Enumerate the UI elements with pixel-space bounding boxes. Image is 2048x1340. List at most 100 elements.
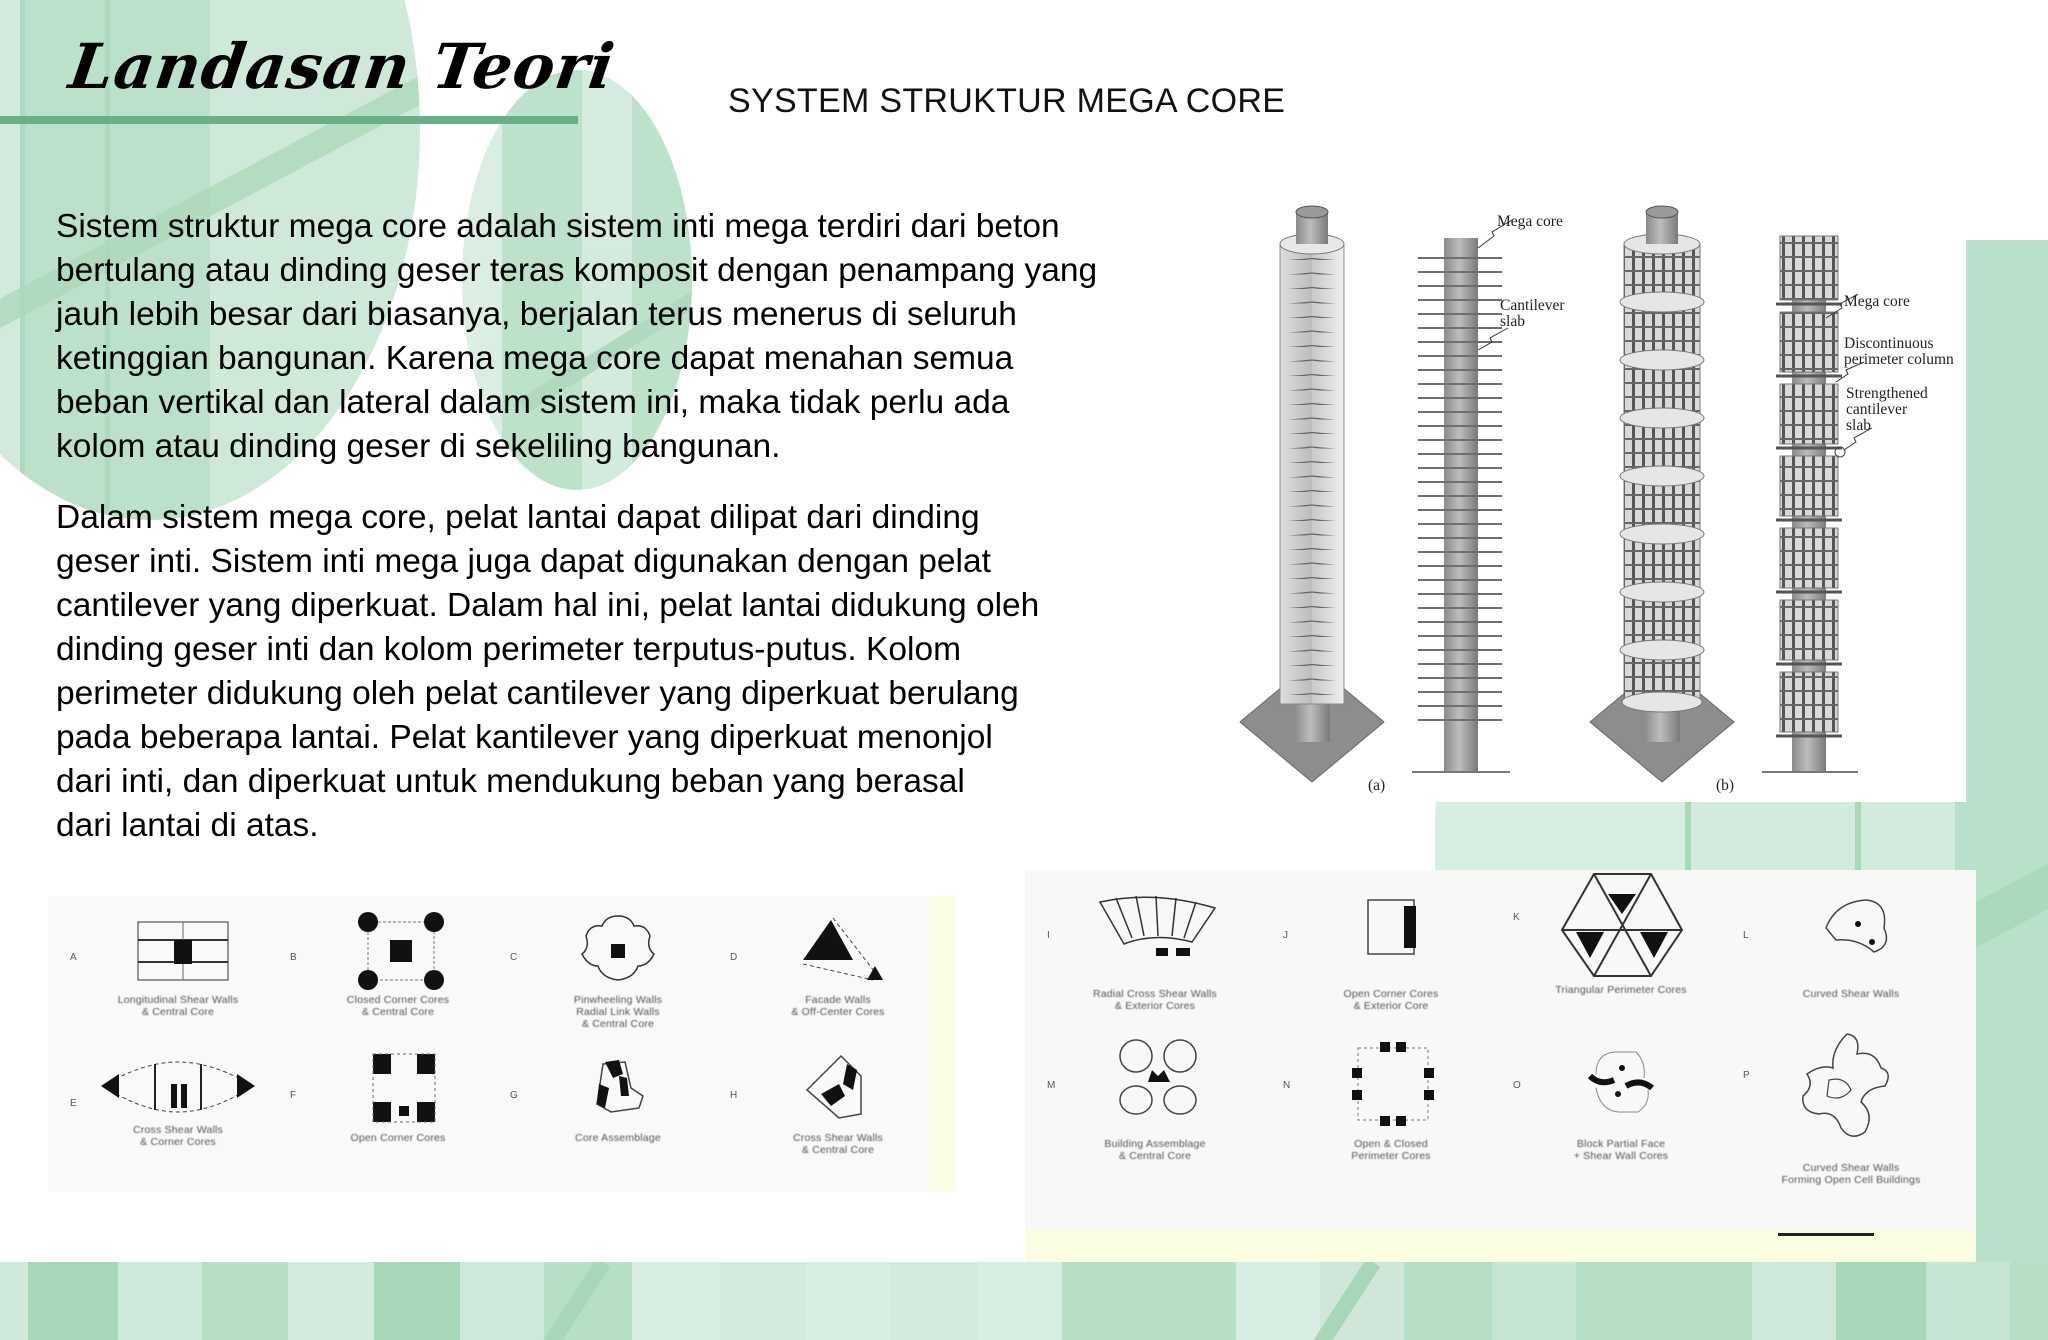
text-line: beban vertikal dan lateral dalam sistem …: [56, 384, 1010, 421]
plan-caption: Curved Shear Walls: [1802, 988, 1900, 1000]
plan-letter: D: [730, 952, 738, 963]
core-plans-panel-left: A Longitudinal Shear Walls & Central Cor…: [48, 896, 956, 1192]
label-strengthened-line3: slab: [1846, 417, 1871, 434]
plan-caption: Open & Closed Perimeter Cores: [1351, 1138, 1431, 1162]
plan-letter: C: [510, 952, 518, 963]
label-cantilever-slab-line2: slab: [1500, 313, 1525, 330]
plan-letter: K: [1513, 912, 1520, 923]
label-discontinuous-line1: Discontinuous: [1844, 335, 1934, 352]
plan-caption: Cross Shear Walls & Central Core: [793, 1132, 883, 1156]
plan-open-corner-exterior-icon: [1367, 899, 1416, 955]
plan-letter: O: [1513, 1080, 1521, 1091]
plan-cell: M Building Assemblage & Central Core: [1045, 1038, 1265, 1162]
plan-caption: Closed Corner Cores & Central Core: [346, 994, 450, 1018]
plan-open-corner-cores-icon: [372, 1053, 436, 1123]
label-discontinuous-line2: perimeter column: [1844, 351, 1954, 368]
plan-cell: N Open & Closed Perimeter Cores: [1281, 1038, 1501, 1162]
mega-core-figure: Mega core Cantilever slab Mega core Disc…: [1232, 202, 1966, 802]
text-line: perimeter didukung oleh pelat cantilever…: [56, 675, 1019, 712]
plan-caption: Longitudinal Shear Walls & Central Core: [117, 994, 239, 1018]
text-line: Dalam sistem mega core, pelat lantai dap…: [56, 499, 980, 536]
scale-bar: [1778, 1230, 1874, 1236]
plan-curved-walls-open-cell-icon: [1802, 1033, 1889, 1137]
text-line: dari lantai di atas.: [56, 807, 319, 844]
plan-cell: D Facade Walls & Off-Center Cores: [728, 910, 948, 1018]
plan-cell: K Triangular Perimeter Cores: [1511, 870, 1731, 996]
plan-letter: B: [290, 952, 297, 963]
caption-b: (b): [1716, 777, 1735, 794]
text-line: jauh lebih besar dari biasanya, berjalan…: [56, 296, 1017, 333]
plan-caption: Pinwheeling Walls Radial Link Walls & Ce…: [573, 994, 663, 1030]
plan-letter: J: [1283, 930, 1288, 941]
text-line: ketinggian bangunan. Karena mega core da…: [56, 340, 1014, 377]
plan-cell: C Pinwheeling Walls Radial Link Walls & …: [508, 910, 728, 1030]
core-plans-panel-right: I Radial Cross Shear Walls & Exterior Co…: [1025, 870, 1976, 1262]
plan-cell: B Closed Corner Cores & Central Core: [288, 910, 508, 1018]
plan-cell: O Block Partial Face + Shear Wall Cores: [1511, 1038, 1731, 1162]
mega-core-illustration: [1239, 205, 1873, 783]
paragraph-intro: Sistem struktur mega core adalah sistem …: [56, 205, 1226, 469]
plan-cell: H Cross Shear Walls & Central Core: [728, 1048, 948, 1156]
plan-letter: M: [1047, 1080, 1056, 1091]
plan-letter: L: [1743, 930, 1749, 941]
label-mega-core-b: Mega core: [1844, 293, 1910, 310]
plan-letter: H: [730, 1090, 738, 1101]
plan-pinwheeling-walls-icon: [581, 915, 655, 981]
plan-building-assemblage-icon: [1119, 1039, 1197, 1115]
plan-closed-corner-cores-icon: [358, 912, 444, 990]
plan-triangular-cores-icon: [1560, 873, 1684, 977]
plan-facade-walls-icon: [802, 917, 883, 981]
plan-letter: F: [290, 1090, 297, 1101]
text-line: pada beberapa lantai. Pelat kantilever y…: [56, 719, 993, 756]
plan-caption: Curved Shear Walls Forming Open Cell Bui…: [1781, 1162, 1921, 1186]
label-mega-core-a: Mega core: [1497, 213, 1563, 230]
plan-cell: I Radial Cross Shear Walls & Exterior Co…: [1045, 888, 1265, 1012]
plan-caption: Building Assemblage & Central Core: [1104, 1138, 1206, 1162]
plan-caption: Open Corner Cores: [350, 1132, 446, 1144]
plan-radial-cross-walls-icon: [1098, 895, 1217, 956]
plan-cell: G Core Assemblage: [508, 1048, 728, 1144]
plan-core-assemblage-icon: [596, 1060, 644, 1113]
plan-cell: J Open Corner Cores & Exterior Core: [1281, 888, 1501, 1012]
plan-cell: F Open Corner Cores: [288, 1048, 508, 1144]
text-line: dari inti, dan diperkuat untuk mendukung…: [56, 763, 965, 800]
text-line: cantilever yang diperkuat. Dalam hal ini…: [56, 587, 1040, 624]
plan-longitudinal-walls-icon: [137, 921, 229, 981]
plan-cross-shear-walls-icon: [101, 1061, 255, 1113]
plan-caption: Radial Cross Shear Walls & Exterior Core…: [1092, 988, 1218, 1012]
plan-letter: P: [1743, 1070, 1750, 1081]
text-line: Sistem struktur mega core adalah sistem …: [56, 208, 1060, 245]
plan-curved-shear-walls-icon: [1825, 899, 1888, 953]
plan-open-closed-cores-icon: [1352, 1042, 1434, 1126]
plan-cell: A Longitudinal Shear Walls & Central Cor…: [68, 910, 288, 1018]
plan-cell: E Cross Shear Walls & Corner Cores: [68, 1056, 288, 1148]
plan-letter: E: [70, 1098, 77, 1109]
background-footer-stripes: [0, 1262, 2048, 1340]
caption-a: (a): [1368, 777, 1386, 794]
plan-letter: A: [70, 952, 77, 963]
text-line: bertulang atau dinding geser teras kompo…: [56, 252, 1098, 289]
paragraph-detail: Dalam sistem mega core, pelat lantai dap…: [56, 496, 1226, 848]
plan-cell: L Curved Shear Walls: [1741, 888, 1961, 1000]
plan-letter: N: [1283, 1080, 1291, 1091]
text-line: kolom atau dinding geser di sekeliling b…: [56, 428, 781, 465]
plan-caption: Triangular Perimeter Cores: [1555, 984, 1687, 996]
slide-heading: Landasan Teori: [64, 30, 620, 103]
text-line: dinding geser inti dan kolom perimeter t…: [56, 631, 961, 668]
plan-caption: Block Partial Face + Shear Wall Cores: [1573, 1138, 1669, 1162]
plan-caption: Core Assemblage: [575, 1132, 661, 1144]
plan-caption: Cross Shear Walls & Corner Cores: [133, 1124, 223, 1148]
label-cantilever-slab-line1: Cantilever: [1500, 297, 1565, 314]
plan-caption: Open Corner Cores & Exterior Core: [1343, 988, 1439, 1012]
plan-cell: P Curved Shear Walls Forming Open Cell B…: [1741, 1028, 1961, 1186]
slide-title: SYSTEM STRUKTUR MEGA CORE: [728, 82, 1286, 120]
text-line: geser inti. Sistem inti mega juga dapat …: [56, 543, 991, 580]
plan-letter: I: [1047, 930, 1050, 941]
plan-caption: Facade Walls & Off-Center Cores: [791, 994, 885, 1018]
label-strengthened-line1: Strengthened: [1846, 385, 1928, 402]
plan-letter: G: [510, 1090, 518, 1101]
plan-cross-shear-walls-central-icon: [805, 1054, 862, 1119]
label-strengthened-line2: cantilever: [1846, 401, 1908, 418]
plan-block-partial-face-icon: [1587, 1051, 1654, 1113]
heading-underline: [0, 116, 578, 124]
